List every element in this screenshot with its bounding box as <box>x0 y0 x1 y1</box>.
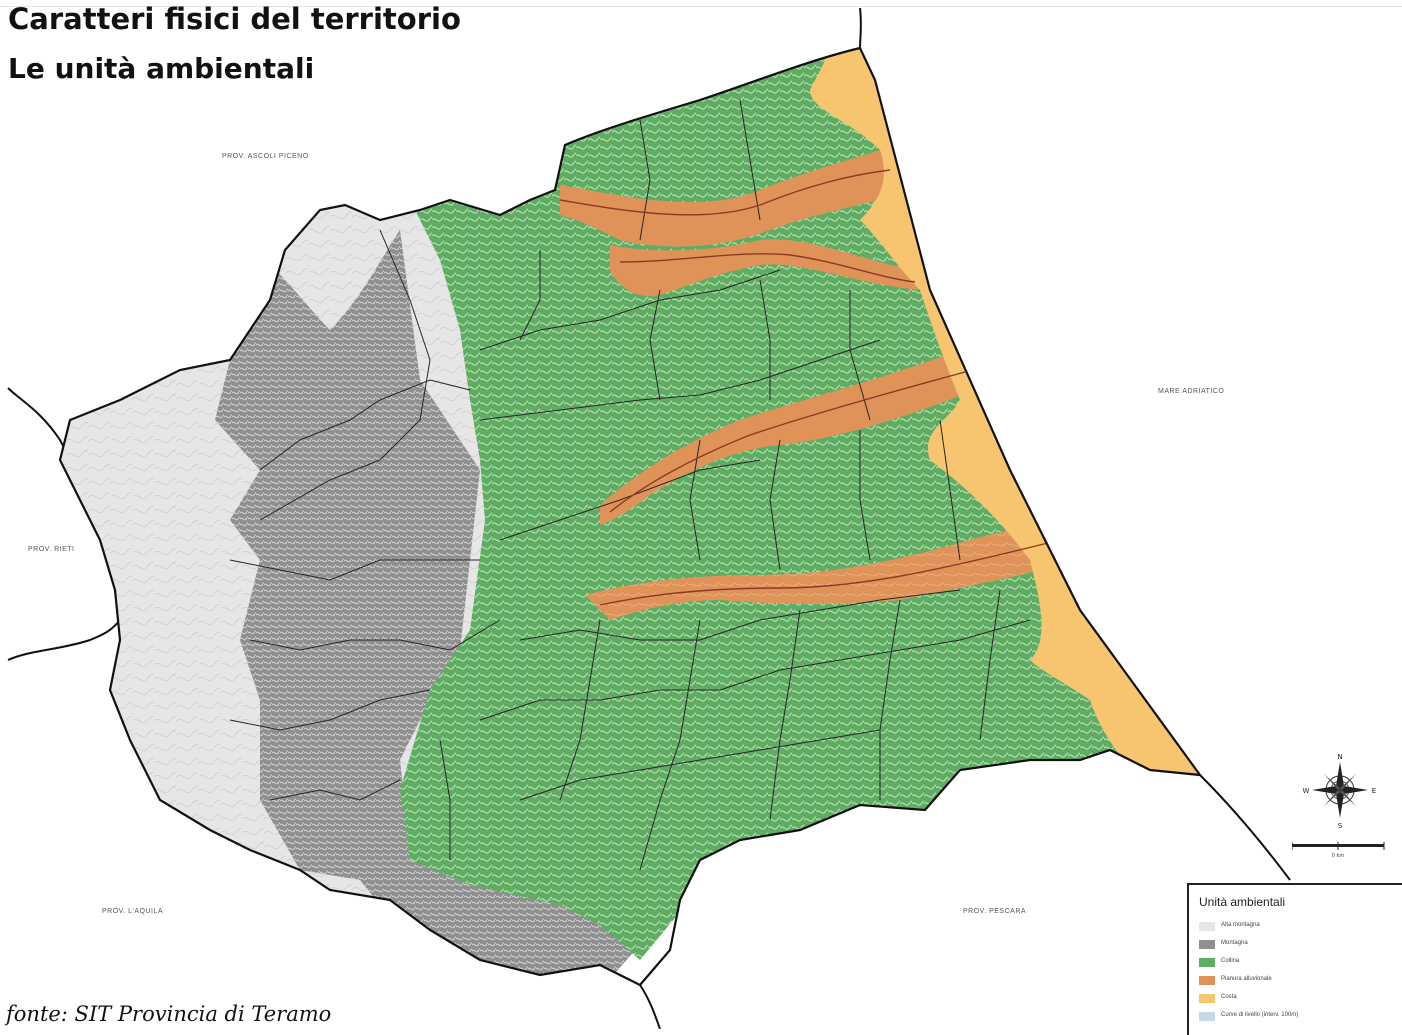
compass-south: S <box>1338 822 1343 830</box>
compass-rose-icon: N S W E <box>1303 753 1377 830</box>
legend-title: Unità ambientali <box>1199 895 1286 909</box>
municipal-boundaries <box>229 99 1031 871</box>
scale-label: 0 km <box>1332 853 1345 859</box>
region-label-laquila: PROV. L'AQUILA <box>102 908 163 915</box>
region-label-ascoli: PROV. ASCOLI PICENO <box>222 153 309 160</box>
legend-swatch <box>1199 922 1215 931</box>
legend-swatch <box>1199 1012 1215 1021</box>
legend-label: Pianura alluvionale <box>1221 976 1272 982</box>
compass-west: W <box>1303 787 1310 795</box>
map-legend: Unità ambientali Alta montagna Montagna … <box>1187 883 1402 1035</box>
rivers <box>559 169 1061 606</box>
region-label-rieti: PROV. RIETI <box>28 546 75 553</box>
region-label-pescara: PROV. PESCARA <box>963 908 1027 915</box>
region-label-sea: MARE ADRIATICO <box>1158 388 1225 395</box>
legend-label: Curve di livello (interv. 100m) <box>1221 1012 1299 1018</box>
montagna-area <box>205 220 640 985</box>
legend-label: Collina <box>1221 958 1240 964</box>
legend-swatch <box>1199 958 1215 967</box>
pianura-alluvionale-area <box>560 150 1065 620</box>
scale-bar: 0 km <box>1292 842 1385 859</box>
legend-label: Alta montagna <box>1221 922 1260 928</box>
province-boundary <box>58 46 1203 987</box>
legend-swatch <box>1199 976 1215 985</box>
legend-swatch <box>1199 994 1215 1003</box>
legend-swatch <box>1199 940 1215 949</box>
compass-east: E <box>1372 787 1376 795</box>
top-rule <box>0 6 1402 7</box>
legend-label: Costa <box>1221 994 1237 1000</box>
compass-north: N <box>1337 753 1342 761</box>
source-note: fonte: SIT Provincia di Teramo <box>6 1002 332 1026</box>
page-subtitle: Le unità ambientali <box>8 52 315 85</box>
legend-label: Montagna <box>1221 940 1248 946</box>
page-title: Caratteri fisici del territorio <box>8 2 461 36</box>
